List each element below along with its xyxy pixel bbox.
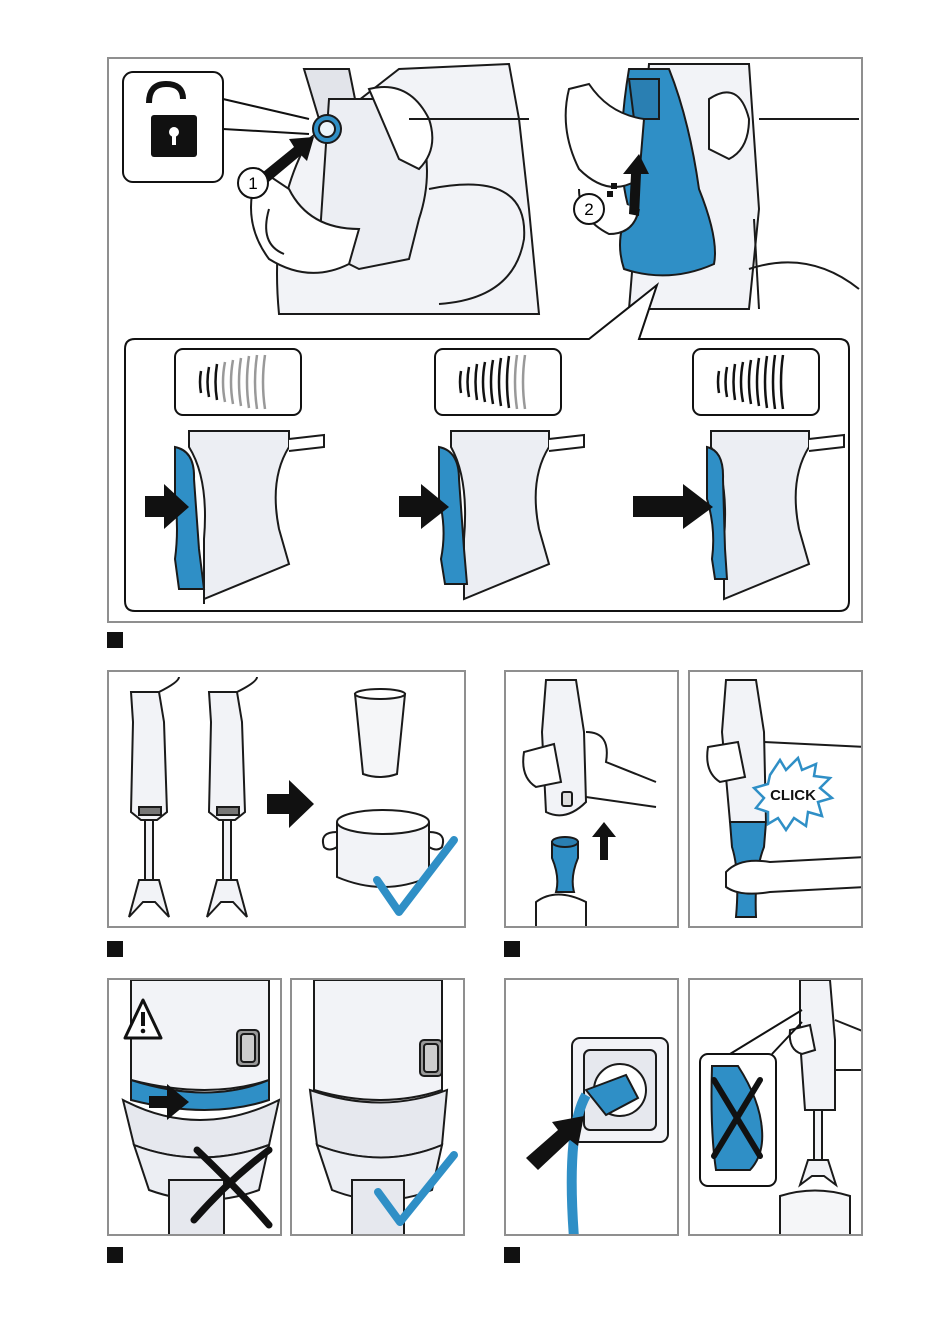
figure-incorrect-attachment-panel [107,978,282,1236]
sound-level-high-icon [693,349,819,415]
correct-attachment-illustration [292,980,465,1236]
holding-hand [523,744,561,787]
incorrect-attachment-illustration [109,980,282,1236]
lower-hand [536,895,586,929]
figure-marker-1 [107,632,123,648]
figure-marker-3 [504,941,520,957]
click-illustration: CLICK [690,672,863,928]
figure-attach-shaft-panel [504,670,679,928]
figure-suitable-containers-panel [107,670,466,928]
blue-shaft-coupling [552,842,578,892]
step-number-two: 2 [584,200,593,219]
figure-marker-5 [504,1247,520,1263]
hand-blender-2 [207,677,257,917]
up-arrow-icon [592,822,616,860]
hand-blender-1 [129,677,179,917]
figure-plug-in-panel [504,978,679,1236]
sound-level-low-icon [175,349,301,415]
figure-correct-attachment-panel [290,978,465,1236]
measuring-beaker-icon [355,689,405,777]
figure-unplugged-warning-panel [688,978,863,1236]
attach-shaft-illustration [506,672,679,928]
click-label: CLICK [770,787,816,804]
plug-in-illustration [506,980,679,1236]
unplugged-warning-illustration [690,980,863,1236]
figure-click-panel: CLICK [688,670,863,928]
handle-button [562,792,572,806]
lower-hand [726,857,863,894]
sound-level-medium-icon [435,349,561,415]
arrow-icon [267,780,314,828]
hand-press-trigger-illustration [566,64,859,309]
figure-marker-2 [107,941,123,957]
figure-speed-control-panel: 1 2 [107,57,863,623]
speed-control-illustration: 1 2 [109,59,863,623]
suitable-containers-illustration [109,672,466,928]
step-number-one: 1 [248,174,257,193]
hand-unlock-illustration [251,64,539,314]
figure-marker-4 [107,1247,123,1263]
